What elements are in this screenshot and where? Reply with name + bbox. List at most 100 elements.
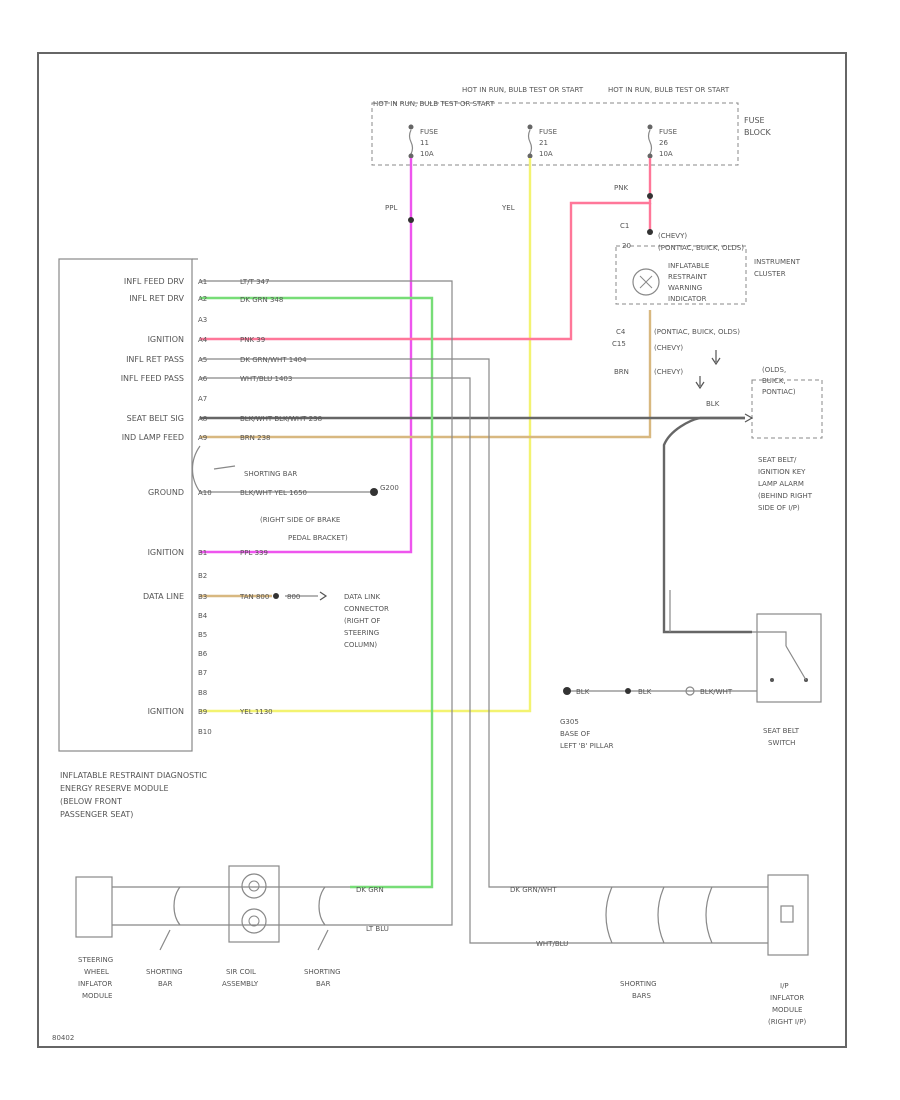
sb-right-1: SHORTING <box>620 980 657 988</box>
seat-belt-switch-2: SWITCH <box>768 739 795 747</box>
module-terminal-pin: A9 <box>198 434 207 442</box>
module-terminal-pin: B1 <box>198 549 207 557</box>
cluster-make-3: (PONTIAC, BUICK, OLDS) <box>654 328 740 336</box>
sb-left-2: BAR <box>158 980 173 988</box>
module-terminal-pin: B5 <box>198 631 207 639</box>
bottom-left-dk-grn: DK GRN <box>356 886 384 894</box>
data-link-line3: (RIGHT OF <box>344 617 380 625</box>
fuse-header-3: HOT IN RUN, BULB TEST OR START <box>608 86 730 94</box>
makes-right-2: BUICK, <box>762 377 786 385</box>
data-link-line4: STEERING <box>344 629 379 637</box>
fuse-11-number: 11 <box>420 139 429 147</box>
ip-inflator-2: INFLATOR <box>770 994 804 1002</box>
ground-g200-loc-1: (RIGHT SIDE OF BRAKE <box>260 516 340 524</box>
wire-dkgrn-a2 <box>200 296 434 889</box>
data-link-line2: CONNECTOR <box>344 605 389 613</box>
wire-label-b3: TAN 800 <box>239 593 269 601</box>
module-terminal-label: IGNITION <box>148 707 184 716</box>
makes-right-3: PONTIAC) <box>762 388 796 396</box>
diagnostic-module: SHORTING BAR <box>58 258 297 752</box>
module-terminal-pin: B7 <box>198 669 207 677</box>
module-terminal-pin: B2 <box>198 572 207 580</box>
fuse-21-number: 21 <box>539 139 548 147</box>
seat-belt-alarm-module: (OLDS, BUICK, PONTIAC) BLK SEAT BELT/ IG… <box>706 366 823 512</box>
module-terminal-pin: B6 <box>198 650 208 658</box>
ground-g200-code: G200 <box>380 484 399 492</box>
wire-yel-label: YEL <box>501 204 515 212</box>
module-terminal-pin: A2 <box>198 295 207 303</box>
fuse-11-label: FUSE <box>420 128 438 136</box>
ip-inflator-group: DK GRN/WHT WHT/BLU SHORTING BARS I/P INF… <box>510 874 809 1026</box>
fuse-header-2: HOT IN RUN, BULB TEST OR START <box>462 86 584 94</box>
g305-loc-2: LEFT 'B' PILLAR <box>560 742 614 750</box>
cluster-c1: C1 <box>620 222 629 230</box>
diagram-frame <box>37 52 847 1048</box>
cluster-title-1: INSTRUMENT <box>754 258 801 266</box>
fuse-26-label: FUSE <box>659 128 677 136</box>
footer-code: 80402 <box>52 1034 74 1042</box>
g305-blk-1: BLK <box>576 688 590 696</box>
module-terminal-pin: A6 <box>198 375 208 383</box>
data-link-code: 800 <box>287 593 300 601</box>
g305-blk-2: BLK <box>638 688 652 696</box>
cluster-pin: 20 <box>622 242 631 250</box>
wire-ltblu-a1 <box>200 280 453 926</box>
fuse-21-amp: 10A <box>539 150 553 158</box>
wire-label-a10: BLK/WHT YEL 1650 <box>240 489 307 497</box>
wire-yel <box>200 158 532 713</box>
module-title-2: ENERGY RESERVE MODULE <box>60 784 169 793</box>
ip-inflator-1: I/P <box>780 982 789 990</box>
g305-code: G305 <box>560 718 579 726</box>
g305-blkwht: BLK/WHT <box>700 688 733 696</box>
blk-wire-label: BLK <box>706 400 720 408</box>
module-terminal-label: INFL RET PASS <box>126 355 184 364</box>
module-terminal-pin: A5 <box>198 356 207 364</box>
module-terminal-pin: A1 <box>198 278 207 286</box>
wire-label-a1: LT/T 347 <box>240 278 269 286</box>
fuse-26-amp: 10A <box>659 150 673 158</box>
module-title-4: PASSENGER SEAT) <box>60 810 133 819</box>
cluster-label-1: INFLATABLE <box>668 262 709 270</box>
fuse-block-title-1: FUSE <box>744 116 765 125</box>
wire-label-b9: YEL 1130 <box>239 708 273 716</box>
cluster-make-1: (CHEVY) <box>658 232 687 240</box>
swim-label-2: WHEEL <box>84 968 109 976</box>
swim-label-3: INFLATOR <box>78 980 112 988</box>
cluster-label-2: RESTRAINT <box>668 273 708 281</box>
module-terminal-label: SEAT BELT SIG <box>127 414 184 423</box>
cluster-c15: C15 <box>612 340 626 348</box>
wire-brn <box>200 310 652 439</box>
wire-blkwht-switch <box>662 416 752 634</box>
sir-coil-2: ASSEMBLY <box>222 980 259 988</box>
module-terminal-pin: A10 <box>198 489 212 497</box>
alarm-label-1: SEAT BELT/ <box>758 456 797 464</box>
module-terminal-label: DATA LINE <box>143 592 184 601</box>
data-link-line5: COLUMN) <box>344 641 377 649</box>
module-terminal-pin: B4 <box>198 612 208 620</box>
module-terminal-pin: B8 <box>198 689 207 697</box>
sb-left2-2: BAR <box>316 980 331 988</box>
wire-label-a8: BLK/WHT BLK/WHT 238 <box>240 415 322 423</box>
wire-pnk-label: PNK <box>614 184 628 192</box>
cluster-c4: C4 <box>616 328 626 336</box>
module-terminal-pin: B3 <box>198 593 207 601</box>
ip-inflator-3: MODULE <box>772 1006 802 1014</box>
module-terminal-label: IGNITION <box>148 335 184 344</box>
bottom-left-lt-blu: LT BLU <box>366 925 389 933</box>
cluster-title-2: CLUSTER <box>754 270 786 278</box>
sb-right-2: BARS <box>632 992 651 1000</box>
bottom-right-wht-blu: WHT/BLU <box>536 940 568 948</box>
fuse-block-title-2: BLOCK <box>744 128 772 137</box>
bottom-right-dk-grn: DK GRN/WHT <box>510 886 557 894</box>
ground-g305: BLK BLK BLK/WHT G305 BASE OF LEFT 'B' PI… <box>560 686 757 750</box>
fuse-26-number: 26 <box>659 139 668 147</box>
wire-label-a5: DK GRN/WHT 1404 <box>240 356 307 364</box>
module-terminal-pin: A7 <box>198 395 207 403</box>
cluster-make-2: (PONTIAC, BUICK, OLDS) <box>658 244 744 252</box>
sb-left-1: SHORTING <box>146 968 183 976</box>
module-terminal-pin: A4 <box>198 336 208 344</box>
seat-belt-switch: SEAT BELT SWITCH <box>752 613 822 747</box>
wire-pnk <box>200 158 652 341</box>
